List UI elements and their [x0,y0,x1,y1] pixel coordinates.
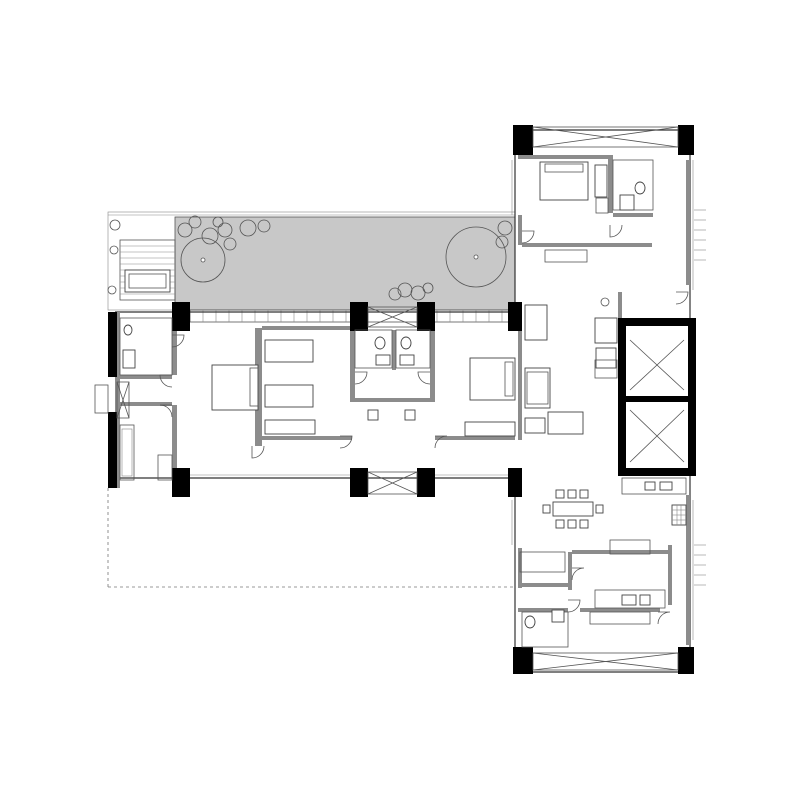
garden-terrace [107,211,516,323]
dining-table [542,249,651,555]
partition-walls [115,155,690,645]
balconies [94,126,706,671]
deck [119,239,176,301]
beds [211,161,608,437]
living-furniture [524,297,618,435]
structural-columns [108,125,694,674]
garden-trees [107,215,513,301]
elevator-core [618,318,696,476]
closets [119,197,609,481]
door-swings [159,224,689,625]
bathroom-fixtures [119,159,654,648]
outdoor-boundary [107,488,515,588]
window-glazing [190,160,694,640]
kitchen [519,477,687,625]
